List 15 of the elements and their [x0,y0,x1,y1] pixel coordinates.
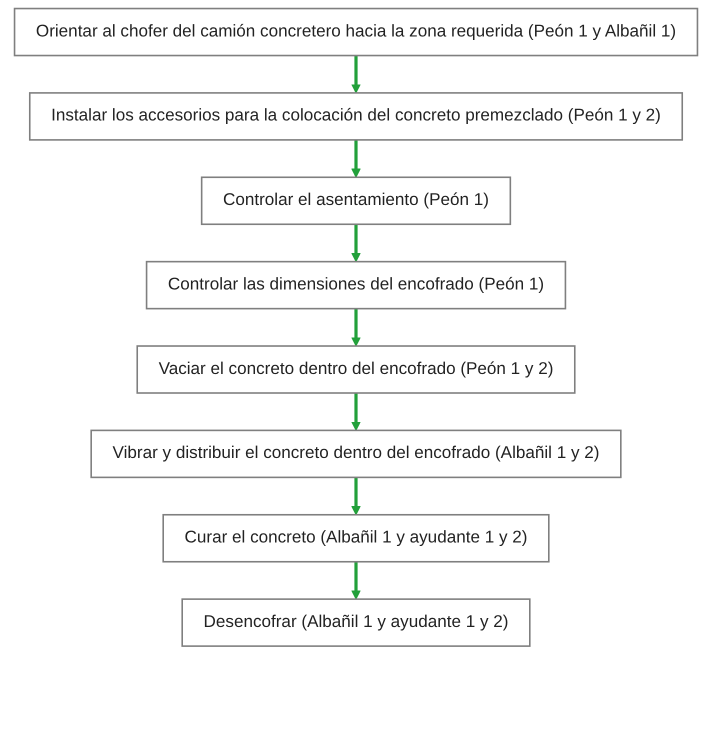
node-box: Vibrar y distribuir el concreto dentro del encofrado (Albañil 1 y 2) [90,430,622,478]
arrow [351,393,361,431]
arrow [351,477,361,516]
node-box: Curar el concreto (Albañil 1 y ayudante 1 y 2) [162,514,550,563]
node-box: Vaciar el concreto dentro del encofrado (Peón 1 y 2) [136,345,576,394]
node-box: Controlar el asentamiento (Peón 1) [200,176,512,226]
node-box: Orientar al chofer del camión concretero hacia la zona requerida (Peón 1 y Albañil 1) [14,8,698,56]
arrow [351,562,361,600]
node-box: Instalar los accesorios para la colocación del concreto premezclado (Peón 1 y 2) [28,92,684,141]
arrow [351,224,361,262]
arrow [351,140,361,178]
node-box: Controlar las dimensiones del encofrado (Peón 1) [146,260,566,310]
arrow [351,56,361,94]
node-box: Desencofrar (Albañil 1 y ayudante 1 y 2) [181,598,531,647]
arrow [351,308,361,346]
